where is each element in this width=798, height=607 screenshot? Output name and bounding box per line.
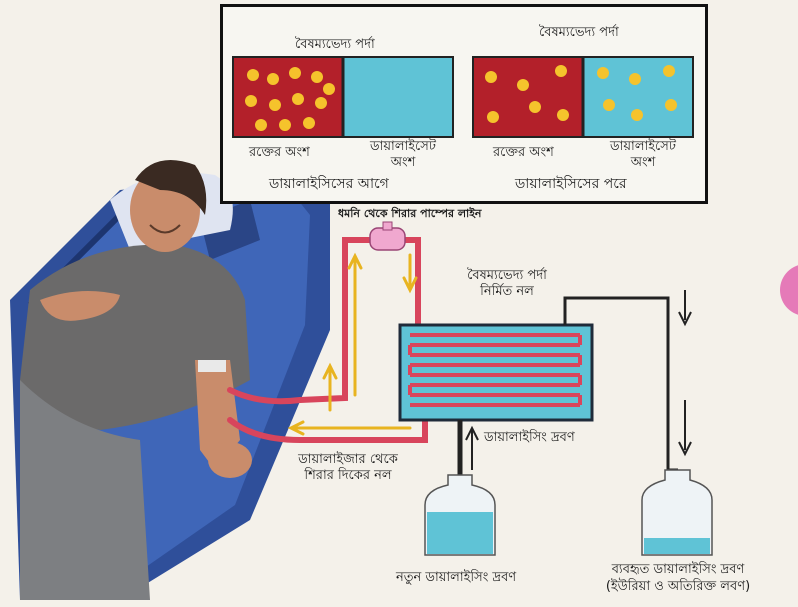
before-membrane-label: বৈষম্যভেদ্য পর্দা <box>295 37 375 52</box>
inset-panel: বৈষম্যভেদ্য পর্দা রক্তের অংশ ডায়ালাইসেট… <box>220 4 708 204</box>
after-caption: ডায়ালাইসিসের পরে <box>515 177 627 192</box>
used-fluid-label-2: (ইউরিয়া ও অতিরিক্ত লবণ) <box>560 579 796 594</box>
after-dialysate-label-2: অংশ <box>593 155 693 170</box>
artery-pump-label: ধমনি থেকে শিরার পাম্পের লাইন <box>338 206 482 221</box>
membrane-tube-label-1: বৈষম্যভেদ্য পর্দা <box>432 268 582 283</box>
after-membrane-label: বৈষম্যভেদ্য পর্দা <box>539 25 619 40</box>
before-blood-label: রক্তের অংশ <box>249 145 310 160</box>
after-blood-label: রক্তের অংশ <box>493 145 554 160</box>
used-fluid-bottle <box>642 470 712 555</box>
dialysing-fluid-label: ডায়ালাইসিং দ্রবণ <box>484 430 575 445</box>
fresh-fluid-label: নতুন ডায়ালাইসিং দ্রবণ <box>396 570 516 585</box>
before-dialysate-label-2: অংশ <box>353 155 453 170</box>
pump <box>370 222 405 250</box>
fresh-fluid-bottle <box>425 475 495 555</box>
before-dialysate-label-1: ডায়ালাইসেট <box>353 139 453 154</box>
used-fluid-label-1: ব্যবহৃত ডায়ালাইসিং দ্রবণ <box>560 562 796 577</box>
membrane-tube-label-2: নির্মিত নল <box>432 284 582 299</box>
after-dialysate-label-1: ডায়ালাইসেট <box>593 139 693 154</box>
decorative-marker <box>780 264 798 316</box>
dialyser <box>400 325 592 420</box>
before-caption: ডায়ালাইসিসের আগে <box>269 177 389 192</box>
before-diagram <box>233 57 453 137</box>
return-line-label-1: ডায়ালাইজার থেকে <box>268 452 428 467</box>
return-line-label-2: শিরার দিকের নল <box>268 468 428 483</box>
after-diagram <box>473 57 693 137</box>
